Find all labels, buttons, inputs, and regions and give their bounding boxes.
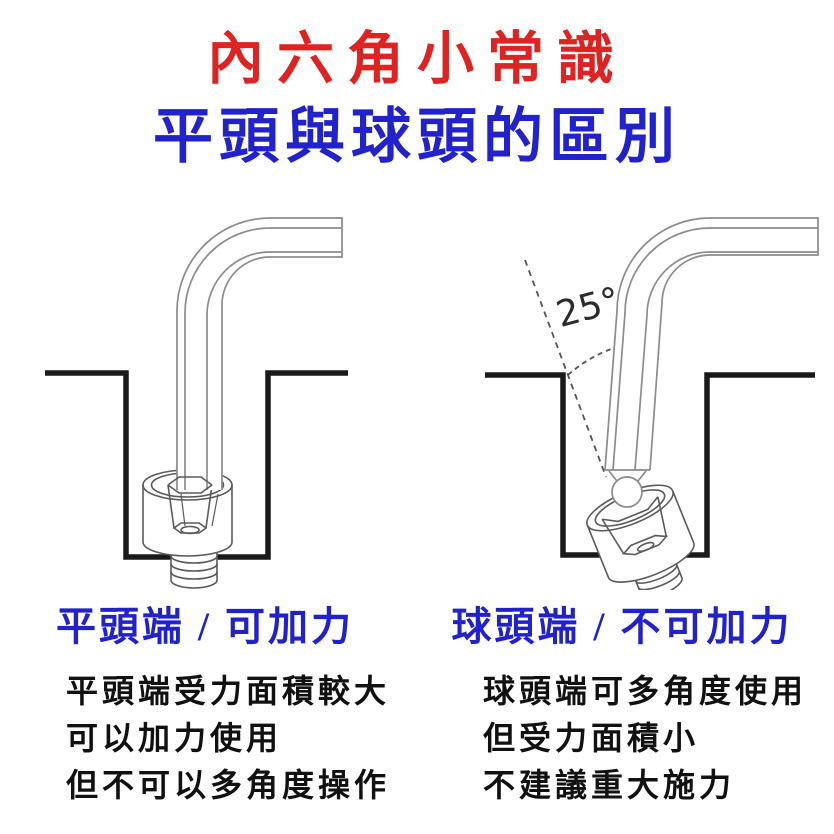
flat-head-description: 平頭端受力面積較大 可以加力使用 但不可以多角度操作 [66,668,390,809]
socket-opening-front-edge [142,476,233,527]
ball-end [611,476,643,508]
main-title: 內六角小常識 [207,28,627,91]
description-line: 可以加力使用 [66,720,283,756]
ball-head-diagram: 25° [430,190,820,590]
description-line: 但不可以多角度操作 [66,767,391,803]
description-line: 球頭端可多角度使用 [483,673,808,709]
description-line: 不建議重大施力 [483,767,736,803]
socket-screw-drawing [142,469,233,589]
angle-arc [567,347,615,376]
ball-head-description: 球頭端可多角度使用 但受力面積小 不建議重大施力 [483,668,807,809]
description-line: 平頭端受力面積較大 [66,673,391,709]
hex-key-drawing [176,217,343,490]
tilted-socket-screw-drawing [586,484,695,590]
subtitle: 平頭與球頭的區別 [153,104,681,170]
angle-label: 25° [552,280,624,336]
flat-head-hex-key-icon [45,217,348,589]
description-line: 但受力面積小 [483,720,700,756]
socket-opening-front-edge [586,490,674,532]
ball-head-hex-key-icon: 25° [485,217,819,590]
axis-dashed-line [524,259,607,478]
ball-head-label: 球頭端 / 不可加力 [451,604,793,649]
flat-head-label: 平頭端 / 可加力 [55,604,355,649]
flat-head-diagram [40,190,400,590]
ball-hex-key-drawing [604,217,819,508]
